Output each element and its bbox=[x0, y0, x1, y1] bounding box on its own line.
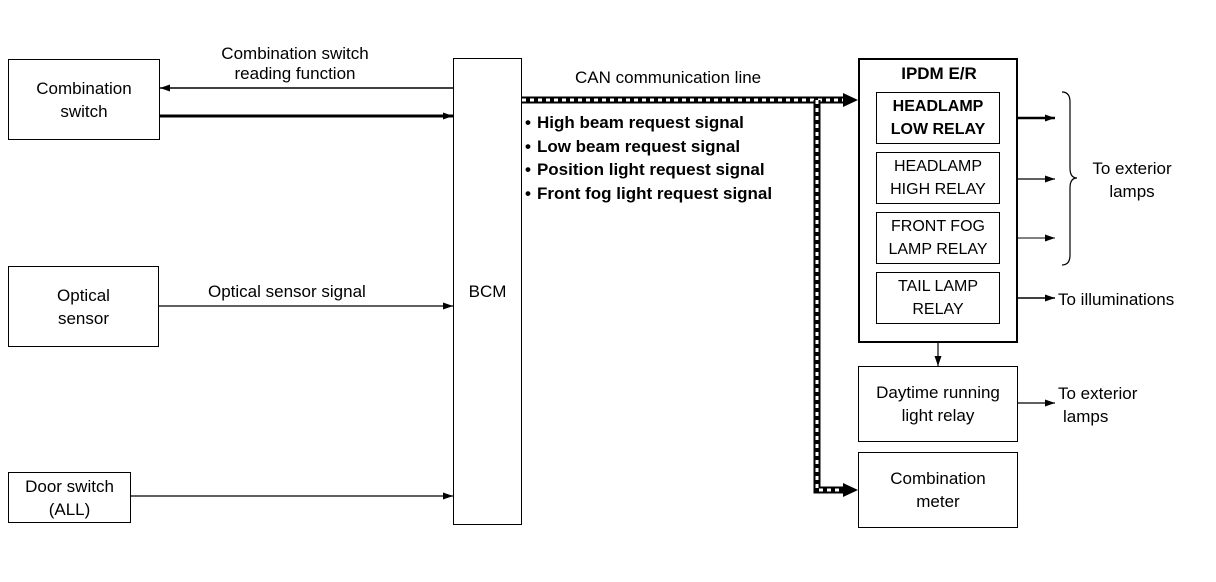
combination-switch-label-line1: Combination bbox=[36, 78, 132, 98]
can-line-label: CAN communication line bbox=[575, 68, 762, 87]
signal-position-light: Position light request signal bbox=[525, 158, 772, 182]
headlamp-low-relay-line2: LOW RELAY bbox=[890, 121, 986, 138]
headlamp-low-relay: HEADLAMP LOW RELAY bbox=[876, 92, 1000, 144]
optical-sensor-signal-label: Optical sensor signal bbox=[208, 282, 366, 301]
signal-front-fog: Front fog light request signal bbox=[525, 182, 772, 206]
optical-sensor-label-line2: sensor bbox=[57, 308, 109, 328]
drl-to-exterior-lamps-label: To exterior lamps bbox=[1058, 382, 1137, 428]
optical-sensor-box: Optical sensor bbox=[8, 266, 159, 347]
drl-to-exterior-lamps-line1: To exterior bbox=[1058, 384, 1138, 403]
front-fog-lamp-relay-line2: LAMP RELAY bbox=[888, 241, 988, 258]
tail-lamp-relay-line2: RELAY bbox=[912, 301, 964, 318]
headlamp-high-relay: HEADLAMP HIGH RELAY bbox=[876, 152, 1000, 204]
bcm-label: BCM bbox=[468, 282, 507, 301]
door-switch-label-line2: (ALL) bbox=[48, 499, 91, 519]
drl-relay-box: Daytime running light relay bbox=[858, 366, 1018, 442]
headlamp-high-relay-line2: HIGH RELAY bbox=[890, 181, 986, 198]
request-signals-list: High beam request signal Low beam reques… bbox=[525, 111, 772, 205]
combination-switch-label-line2: switch bbox=[60, 101, 108, 121]
to-exterior-lamps-line2: lamps bbox=[1109, 182, 1155, 201]
combination-meter-label-line1: Combination bbox=[890, 469, 986, 488]
door-switch-box: Door switch (ALL) bbox=[8, 472, 131, 523]
to-illuminations-label: To illuminations bbox=[1058, 290, 1175, 309]
drl-to-exterior-lamps-line2: lamps bbox=[1063, 407, 1109, 426]
tail-lamp-relay-line1: TAIL LAMP bbox=[897, 278, 979, 295]
front-fog-lamp-relay-line1: FRONT FOG bbox=[891, 218, 985, 235]
front-fog-lamp-relay: FRONT FOG LAMP RELAY bbox=[876, 212, 1000, 264]
door-switch-label-line1: Door switch bbox=[25, 476, 114, 496]
signal-high-beam: High beam request signal bbox=[525, 111, 772, 135]
combination-meter-box: Combination meter bbox=[858, 452, 1018, 528]
ipdm-er-title: IPDM E/R bbox=[901, 64, 977, 83]
to-exterior-lamps-line1: To exterior bbox=[1092, 159, 1172, 178]
optical-sensor-label-line1: Optical bbox=[57, 285, 110, 305]
combination-switch-function-line2: reading function bbox=[234, 64, 356, 83]
headlamp-low-relay-line1: HEADLAMP bbox=[892, 98, 984, 115]
signal-low-beam: Low beam request signal bbox=[525, 135, 772, 159]
can-communication-line bbox=[522, 93, 858, 497]
bcm-box: BCM bbox=[453, 58, 522, 525]
tail-lamp-relay: TAIL LAMP RELAY bbox=[876, 272, 1000, 324]
combination-switch-box: Combination switch bbox=[8, 59, 160, 140]
combination-switch-function-line1: Combination switch bbox=[221, 44, 369, 63]
drl-relay-label-line1: Daytime running bbox=[876, 383, 1000, 402]
combination-meter-label-line2: meter bbox=[916, 492, 960, 511]
headlamp-high-relay-line1: HEADLAMP bbox=[893, 158, 982, 175]
drl-relay-label-line2: light relay bbox=[901, 406, 975, 425]
combination-switch-function-label: Combination switch reading function bbox=[200, 42, 390, 85]
exterior-lamps-brace bbox=[1061, 91, 1078, 266]
to-exterior-lamps-label: To exterior lamps bbox=[1078, 157, 1186, 203]
